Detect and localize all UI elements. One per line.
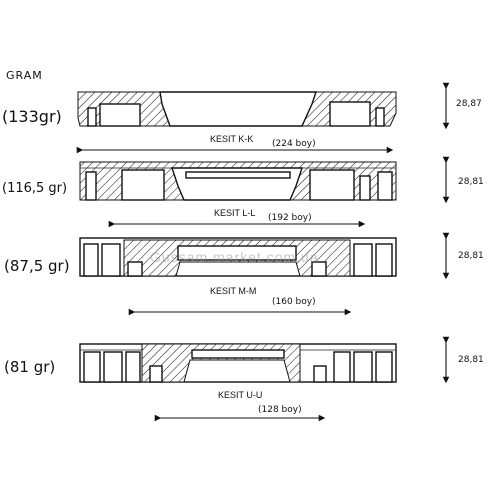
cell-m-3 <box>127 261 143 277</box>
length-note-l: (192 boy) <box>268 213 312 223</box>
pocket-right-k <box>329 101 371 127</box>
weight-label-k: (133gr) <box>2 107 62 126</box>
cell-u-1 <box>83 351 101 383</box>
pocket-left-k <box>99 103 141 127</box>
cell-u-7 <box>353 351 373 383</box>
cell-u-4 <box>149 365 163 383</box>
cell-m-4 <box>311 261 327 277</box>
cell-u-2 <box>103 351 123 383</box>
section-l: (116,5 gr) KESIT L-L (192 boy) 28,81 <box>2 156 484 228</box>
cell-l-3 <box>309 169 355 201</box>
pocket-left-inner-k <box>87 107 97 127</box>
weight-label-u: (81 gr) <box>4 358 55 376</box>
height-value-l: 28,81 <box>458 177 484 187</box>
cell-u-3 <box>125 351 141 383</box>
section-m: (87,5 gr) KESIT M-M (160 boy) 28,81 <box>4 232 484 316</box>
pocket-right-inner-k <box>375 107 385 127</box>
section-k: (133gr) KESIT K-K (224 boy) 28,87 <box>2 82 482 154</box>
cell-u-6 <box>333 351 351 383</box>
weight-label-m: (87,5 gr) <box>4 257 70 275</box>
cell-m-1 <box>83 243 99 277</box>
cell-l-2 <box>121 169 165 201</box>
cell-m-2 <box>101 243 121 277</box>
height-value-k: 28,87 <box>456 99 482 109</box>
height-value-m: 28,81 <box>458 251 484 261</box>
recess-k <box>159 91 317 127</box>
weight-label-l: (116,5 gr) <box>2 181 67 196</box>
cell-m-5 <box>353 243 373 277</box>
section-title-u: KESIT U-U <box>218 390 262 400</box>
cell-u-8 <box>375 351 393 383</box>
cell-l-1 <box>85 171 97 201</box>
height-value-u: 28,81 <box>458 355 484 365</box>
section-title-l: KESIT L-L <box>214 208 255 218</box>
cell-m-6 <box>375 243 393 277</box>
section-title-k: KESIT K-K <box>210 134 253 144</box>
section-u: (81 gr) KESIT U-U (128 boy) 28,81 <box>4 336 484 422</box>
cell-l-4 <box>359 175 371 201</box>
cell-u-5 <box>313 365 327 383</box>
cell-l-5 <box>377 171 393 201</box>
section-title-m: KESIT M-M <box>210 286 256 296</box>
unit-label: GRAM <box>6 69 43 82</box>
length-note-k: (224 boy) <box>272 139 316 149</box>
length-note-m: (160 boy) <box>272 297 316 307</box>
watermark: Gussam market.com.ua <box>150 249 319 265</box>
length-note-u: (128 boy) <box>258 405 302 415</box>
